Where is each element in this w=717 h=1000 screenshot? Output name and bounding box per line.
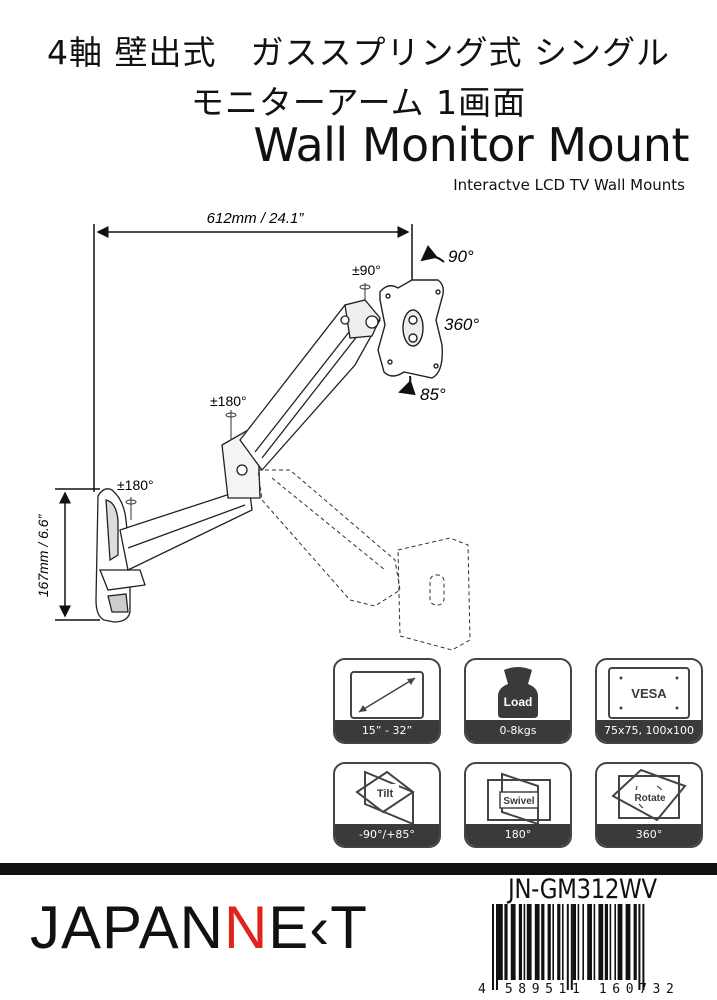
barcode-bar xyxy=(614,904,616,980)
barcode-bar xyxy=(518,904,522,980)
lower-arm xyxy=(119,429,261,571)
barcode-bar xyxy=(534,904,540,980)
barcode-bar xyxy=(582,904,584,980)
subtitle-english: Interactve LCD TV Wall Mounts xyxy=(453,176,685,194)
spec-icon-label: Load xyxy=(504,695,533,709)
spec-icon-label: VESA xyxy=(631,686,667,701)
barcode-bar xyxy=(617,904,623,980)
spec-value: 0-8kgs xyxy=(466,720,570,742)
barcode-bar xyxy=(587,904,592,980)
wall-joint-rotation-label: ±180° xyxy=(117,477,154,493)
spec-value: 15” - 32” xyxy=(335,720,439,742)
barcode-bar xyxy=(492,904,494,990)
barcode-bar xyxy=(633,904,637,980)
spec-badge-swivel: Swivel 180° xyxy=(464,762,572,848)
brand-logo-prefix: JAPAN xyxy=(30,894,224,961)
barcode-number: 4 589511 160732 xyxy=(478,982,680,997)
barcode-bar xyxy=(557,904,561,980)
model-number: JN-GM312WV xyxy=(508,874,657,905)
barcode-bar xyxy=(609,904,612,980)
vesa-head-plate xyxy=(377,279,445,379)
rotate-icon: Rotate xyxy=(611,768,687,822)
title-japanese-line2: モニターアーム 1画面 xyxy=(190,83,527,122)
brand-logo: JAPANNE‹T xyxy=(30,893,368,962)
barcode-bar xyxy=(566,904,569,990)
rotation-axis-icons xyxy=(125,283,371,520)
swivel-icon: Swivel xyxy=(487,772,551,824)
upper-arm xyxy=(239,299,381,472)
spec-badge-load: Load 0-8kgs xyxy=(464,658,572,744)
weight-icon: Load xyxy=(498,667,538,718)
barcode-bar xyxy=(598,904,604,980)
barcode-bar xyxy=(625,904,631,980)
rotation-label: 360° xyxy=(444,315,479,334)
spec-value: 75x75, 100x100 xyxy=(597,720,701,742)
barcode xyxy=(492,904,645,990)
spec-badge-rotate: Rotate 360° xyxy=(595,762,703,848)
barcode-bar xyxy=(593,904,596,980)
spec-badge-tilt: Tilt -90°/+85° xyxy=(333,762,441,848)
vesa-plate-icon: VESA xyxy=(608,667,690,719)
spec-badge-vesa: VESA 75x75, 100x100 xyxy=(595,658,703,744)
barcode-bar xyxy=(638,904,641,990)
diagonal-screen-icon xyxy=(350,671,424,719)
height-label: 167mm / 6.6” xyxy=(35,513,51,597)
wall-plate xyxy=(95,488,146,623)
footer-divider-bar xyxy=(0,863,717,875)
spec-value: 360° xyxy=(597,824,701,846)
barcode-bar xyxy=(526,904,532,980)
barcode-bar xyxy=(496,904,498,990)
spec-badge-screen-size: 15” - 32” xyxy=(333,658,441,744)
spec-value: -90°/+85° xyxy=(335,824,439,846)
barcode-bar xyxy=(547,904,551,980)
barcode-bar xyxy=(572,904,576,980)
barcode-bar xyxy=(510,904,516,980)
elbow-rotation-label: ±180° xyxy=(210,393,247,409)
height-dimension: 167mm / 6.6” xyxy=(35,488,100,621)
spec-value: 180° xyxy=(466,824,570,846)
tilt-down-arrow-icon xyxy=(398,375,416,396)
tilt-up-arrow-icon xyxy=(420,245,445,263)
upper-arm-alt-position xyxy=(257,469,471,651)
head-swivel-label: ±90° xyxy=(352,262,381,278)
barcode-bar xyxy=(523,904,526,980)
barcode-bar xyxy=(504,904,508,980)
spec-icon-label: Swivel xyxy=(503,796,534,807)
tilt-down-label: 85° xyxy=(420,385,446,404)
spec-icon-label: Rotate xyxy=(634,793,666,804)
barcode-bar xyxy=(604,904,608,980)
reach-dimension: 612mm / 24.1” xyxy=(93,210,413,492)
brand-logo-highlight: N xyxy=(223,894,269,961)
barcode-bar xyxy=(570,904,573,990)
tilt-icon: Tilt xyxy=(355,770,415,824)
product-diagram: 612mm / 24.1” 167mm / 6.6” xyxy=(35,210,479,651)
barcode-bar xyxy=(562,904,564,980)
barcode-bar xyxy=(552,904,554,980)
barcode-bar xyxy=(498,904,503,980)
title-english: Wall Monitor Mount xyxy=(253,118,689,172)
brand-logo-suffix: E‹T xyxy=(268,894,368,961)
barcode-bar xyxy=(642,904,645,990)
tilt-up-label: 90° xyxy=(448,247,474,266)
barcode-bar xyxy=(577,904,580,980)
title-japanese-line1: 4軸 壁出式 ガススプリング式 シングル xyxy=(47,33,670,72)
spec-icon-label: Tilt xyxy=(377,788,394,800)
barcode-bar xyxy=(541,904,545,980)
reach-label: 612mm / 24.1” xyxy=(207,210,305,227)
